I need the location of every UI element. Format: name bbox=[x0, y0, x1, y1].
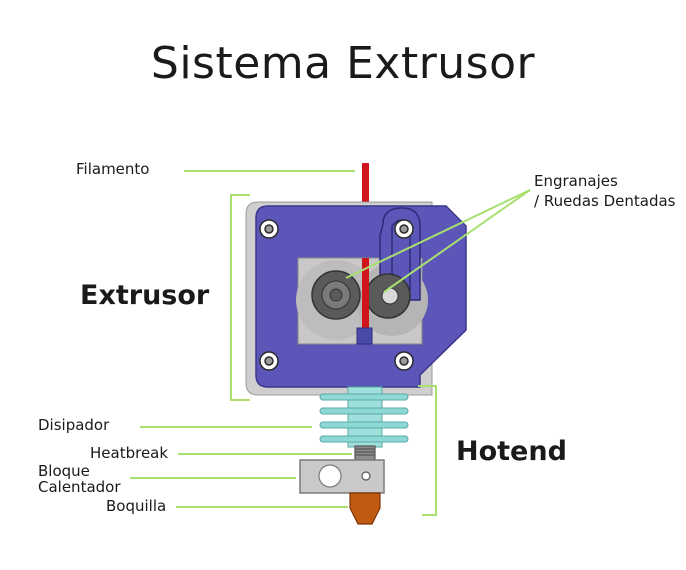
heatbreak bbox=[354, 445, 376, 461]
label-heatbreak: Heatbreak bbox=[90, 444, 169, 462]
label-ruedas-dentadas: / Ruedas Dentadas bbox=[534, 192, 676, 210]
nozzle bbox=[349, 492, 381, 525]
bracket-hotend bbox=[418, 385, 437, 516]
label-bloque: Bloque bbox=[38, 462, 90, 480]
diagram-title: Sistema Extrusor bbox=[150, 38, 536, 89]
label-boquilla: Boquilla bbox=[106, 497, 167, 515]
label-engranajes: Engranajes bbox=[534, 172, 618, 190]
label-disipador: Disipador bbox=[38, 416, 110, 434]
label-extrusor: Extrusor bbox=[80, 280, 210, 311]
screw-icon bbox=[259, 219, 414, 371]
leader-line-engranajes bbox=[345, 189, 531, 279]
label-calentador: Calentador bbox=[38, 478, 121, 496]
bracket-extrusor bbox=[230, 194, 250, 401]
label-hotend: Hotend bbox=[456, 436, 567, 467]
heater-block bbox=[299, 459, 385, 494]
heatsink bbox=[319, 386, 409, 448]
label-filamento: Filamento bbox=[76, 160, 150, 178]
filament-guide bbox=[356, 327, 373, 345]
